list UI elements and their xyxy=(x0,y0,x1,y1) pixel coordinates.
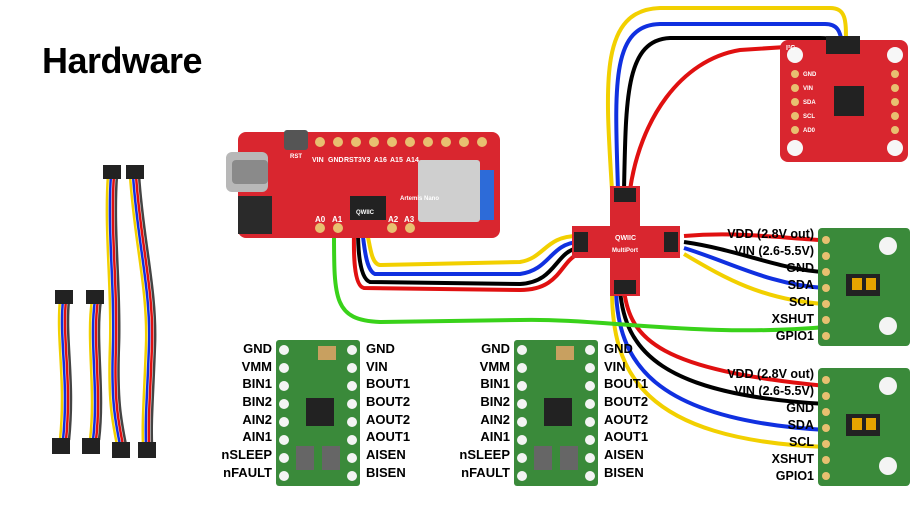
wires-multiport-to-tof1 xyxy=(682,232,826,306)
md1-pin-bin1: BIN1 xyxy=(242,376,272,392)
tof2-pin-gpio1: GPIO1 xyxy=(775,469,814,483)
md1-pin-ain1: AIN1 xyxy=(242,429,272,445)
md2-pin-aout1: AOUT1 xyxy=(604,429,649,445)
md1-pin-bin2: BIN2 xyxy=(242,394,272,410)
mcu-pin-a14: A14 xyxy=(406,157,419,164)
md2-pin-aisen: AISEN xyxy=(604,447,644,463)
motor-driver-1-left-pins: GND VMM BIN1 BIN2 AIN2 AIN1 nSLEEP nFAUL… xyxy=(200,340,272,482)
wires-multiport-to-tof2 xyxy=(610,289,827,449)
tof1-pin-vdd: VDD (2.8V out) xyxy=(727,227,814,241)
motor-driver-1-right-pins: GND VIN BOUT1 BOUT2 AOUT2 AOUT1 AISEN BI… xyxy=(366,340,410,482)
qwiic-cable-long-2 xyxy=(126,165,157,458)
md2-pin-aout2: AOUT2 xyxy=(604,411,649,427)
tof1-pin-sda: SDA xyxy=(787,278,814,292)
tof2-pin-vdd: VDD (2.8V out) xyxy=(727,367,814,381)
tof2-pin-sda: SDA xyxy=(787,418,814,432)
tof1-pin-gpio1: GPIO1 xyxy=(775,329,814,343)
tof2-pin-vin: VIN (2.6-5.5V) xyxy=(734,384,814,398)
wires-multiport-to-mcu xyxy=(351,229,579,293)
md1-pin-gnd: GND xyxy=(243,341,272,356)
md1-pin-gnd-r: GND xyxy=(366,341,395,356)
mcu-pin-a0: A0 xyxy=(315,215,326,224)
md1-pin-nfault: nFAULT xyxy=(223,464,272,480)
imu-label-gnd: GND xyxy=(803,72,817,78)
md2-pin-gnd-r: GND xyxy=(604,341,633,356)
md1-pin-ain2: AIN2 xyxy=(242,411,272,427)
md2-pin-nsleep: nSLEEP xyxy=(459,447,510,463)
md1-pin-aout2: AOUT2 xyxy=(366,411,411,427)
imu-label-sda: SDA xyxy=(803,100,816,106)
tof-sensor-2-pins: VDD (2.8V out) VIN (2.6-5.5V) GND SDA SC… xyxy=(690,366,814,485)
md1-pin-nsleep: nSLEEP xyxy=(221,447,272,463)
mcu-pin-a15: A15 xyxy=(390,157,403,164)
tof2-pin-gnd: GND xyxy=(786,401,814,415)
motor-driver-1 xyxy=(276,340,360,486)
md2-pin-ain1: AIN1 xyxy=(480,429,510,445)
mcu-label-rst: RST xyxy=(290,154,302,160)
md1-pin-vmm: VMM xyxy=(241,358,272,374)
md1-pin-bout1: BOUT1 xyxy=(366,376,411,392)
md2-pin-vmm: VMM xyxy=(479,358,510,374)
md1-pin-bisen: BISEN xyxy=(366,464,406,480)
md2-pin-nfault: nFAULT xyxy=(461,464,510,480)
mcu-label-qwiic: QWIIC xyxy=(356,210,375,216)
tof1-pin-scl: SCL xyxy=(789,295,814,309)
imu-label-scl: SCL xyxy=(803,114,815,120)
qwiic-cable-long-1 xyxy=(103,165,130,458)
tof-sensor-2 xyxy=(818,368,910,486)
imu-board: I²C GND VIN SDA SCL AD0 xyxy=(780,36,908,162)
md1-pin-aout1: AOUT1 xyxy=(366,429,411,445)
md2-pin-bisen: BISEN xyxy=(604,464,644,480)
md1-pin-bout2: BOUT2 xyxy=(366,394,411,410)
qwiic-cables xyxy=(52,165,157,458)
imu-label-i2c: I²C xyxy=(786,45,795,52)
md2-pin-vin: VIN xyxy=(604,358,626,374)
multiport-label-qwiic: QWIIC xyxy=(615,235,636,242)
tof-sensor-1-pins: VDD (2.8V out) VIN (2.6-5.5V) GND SDA SC… xyxy=(690,226,814,345)
artemis-nano-board: VIN GND RST 3V3 A16 A15 A14 A0 A1 A2 A3 … xyxy=(226,130,500,238)
qwiic-cable-short-1 xyxy=(52,290,73,454)
motor-driver-2-left-pins: GND VMM BIN1 BIN2 AIN2 AIN1 nSLEEP nFAUL… xyxy=(438,340,510,482)
md1-pin-aisen: AISEN xyxy=(366,447,406,463)
md2-pin-bout2: BOUT2 xyxy=(604,394,649,410)
mcu-pin-a1: A1 xyxy=(332,215,343,224)
mcu-pin-a2: A2 xyxy=(388,215,399,224)
mcu-pin-vin: VIN xyxy=(312,157,324,164)
md2-pin-gnd: GND xyxy=(481,341,510,356)
tof1-pin-xshut: XSHUT xyxy=(771,312,814,326)
motor-driver-2-right-pins: GND VIN BOUT1 BOUT2 AOUT2 AOUT1 AISEN BI… xyxy=(604,340,648,482)
mcu-pin-rst: RST xyxy=(344,157,359,164)
md2-pin-bin1: BIN1 xyxy=(480,376,510,392)
tof1-pin-vin: VIN (2.6-5.5V) xyxy=(734,244,814,258)
mcu-label-name: Artemis Nano xyxy=(400,196,439,202)
md2-pin-ain2: AIN2 xyxy=(480,411,510,427)
wires-multiport-to-imu xyxy=(605,6,848,191)
multiport-board: QWIIC MultiPort xyxy=(572,186,680,296)
mcu-pin-a16: A16 xyxy=(374,157,387,164)
tof1-pin-gnd: GND xyxy=(786,261,814,275)
multiport-label-name: MultiPort xyxy=(612,248,638,254)
imu-label-ad0: AD0 xyxy=(803,128,816,134)
md1-pin-vin: VIN xyxy=(366,358,388,374)
xshut-wire xyxy=(332,231,827,333)
motor-driver-2 xyxy=(514,340,598,486)
mcu-pin-a3: A3 xyxy=(404,215,415,224)
tof-sensor-1 xyxy=(818,228,910,346)
tof2-pin-scl: SCL xyxy=(789,435,814,449)
qwiic-cable-short-2 xyxy=(82,290,104,454)
mcu-pin-gnd: GND xyxy=(328,157,344,164)
tof2-pin-xshut: XSHUT xyxy=(771,452,814,466)
md2-pin-bin2: BIN2 xyxy=(480,394,510,410)
imu-label-vin: VIN xyxy=(803,86,813,92)
md2-pin-bout1: BOUT1 xyxy=(604,376,649,392)
mcu-pin-3v3: 3V3 xyxy=(358,157,371,164)
page-title: Hardware xyxy=(42,40,203,81)
